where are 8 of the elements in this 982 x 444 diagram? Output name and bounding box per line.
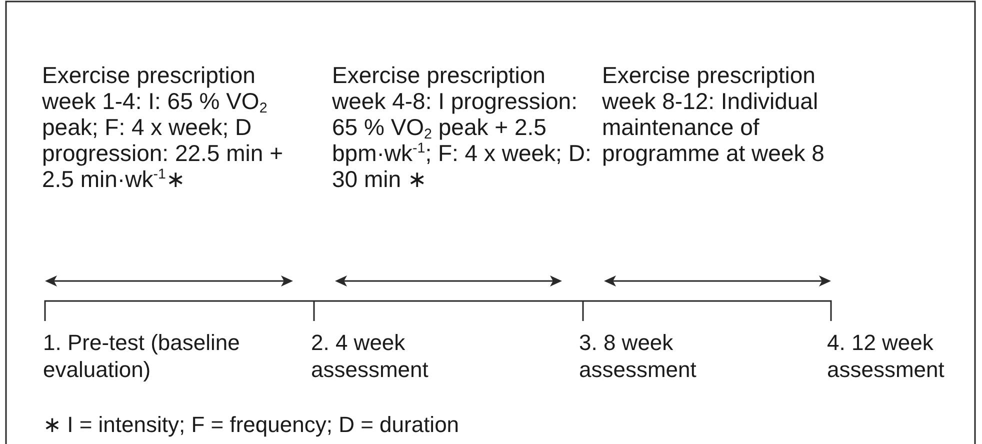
milestone-label: 1. Pre-test (baseline evaluation): [43, 329, 241, 383]
milestone-label: 2. 4 week assessment: [311, 329, 430, 383]
prescription-text: Exercise prescription week 8-12: Individual maintenance of programme at week 8: [602, 62, 826, 166]
footnote: ∗ I = intensity; F = frequency; D = duration: [43, 411, 460, 438]
prescription-text: Exercise prescription week 4-8: I progression: 65 % VO$_{2}$ peak + 2.5 bpm·wk$^{-1}$; F: 4 x week; D: 30 min ∗: [332, 62, 592, 192]
milestone-label: 3. 8 week assessment: [579, 329, 698, 383]
prescription-text: Exercise prescription week 1-4: I: 65 % VO$_{2}$ peak; F: 4 x week; D progression: 22.5 min + 2.5 min·wk$^{-1}$∗: [42, 62, 284, 192]
milestone-label: 4. 12 week assessment: [827, 329, 946, 383]
